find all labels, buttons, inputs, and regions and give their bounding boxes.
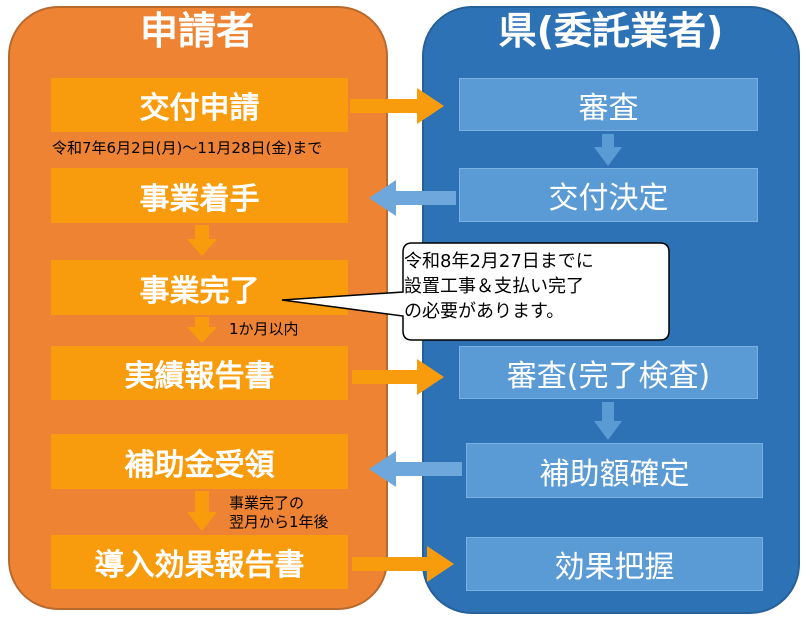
step-project-completion: 事業完了	[51, 260, 348, 315]
arrow-report-to-inspection	[352, 359, 444, 395]
arrow-review-to-decision	[594, 134, 622, 166]
callout-text: 令和8年2月27日までに 設置工事＆支払い完了 の必要があります。	[404, 249, 660, 324]
application-period-note: 令和7年6月2日(月)〜11月28日(金)まで	[52, 139, 323, 157]
arrow-start-to-completion	[187, 225, 217, 256]
step-effect-assessment: 効果把握	[466, 537, 763, 591]
step-review: 審査	[459, 78, 758, 131]
arrow-effect-report-to-assessment	[352, 546, 454, 582]
step-effect-report: 導入効果報告書	[51, 535, 348, 589]
prefecture-title: 県(委託業者)	[498, 9, 724, 53]
arrow-confirmation-to-receipt	[369, 451, 462, 487]
callout-line-2: 設置工事＆支払い完了	[404, 276, 584, 297]
step-amount-confirmation: 補助額確定	[466, 443, 763, 498]
applicant-title: 申請者	[139, 9, 254, 53]
step-completion-inspection: 審査(完了検査)	[459, 346, 758, 399]
step-performance-report: 実績報告書	[51, 346, 348, 400]
step-grant-decision: 交付決定	[459, 168, 758, 222]
callout-bubble	[281, 242, 670, 341]
step-project-start: 事業着手	[51, 168, 348, 223]
within-month-note: 1か月以内	[229, 320, 299, 338]
step-subsidy-receipt: 補助金受領	[51, 434, 348, 489]
arrow-decision-to-start	[369, 180, 456, 216]
arrow-receipt-to-effect-report	[187, 491, 217, 531]
callout-line-3: の必要があります。	[404, 301, 565, 322]
arrow-application-to-review	[350, 88, 444, 124]
next-month-note-line1: 事業完了の	[229, 494, 305, 512]
next-month-note-line2: 翌月から1年後	[229, 513, 329, 531]
step-grant-application: 交付申請	[51, 78, 348, 132]
arrow-completion-to-report	[187, 317, 217, 343]
callout-line-1: 令和8年2月27日までに	[404, 251, 594, 272]
arrow-inspection-to-confirmation	[594, 402, 622, 440]
